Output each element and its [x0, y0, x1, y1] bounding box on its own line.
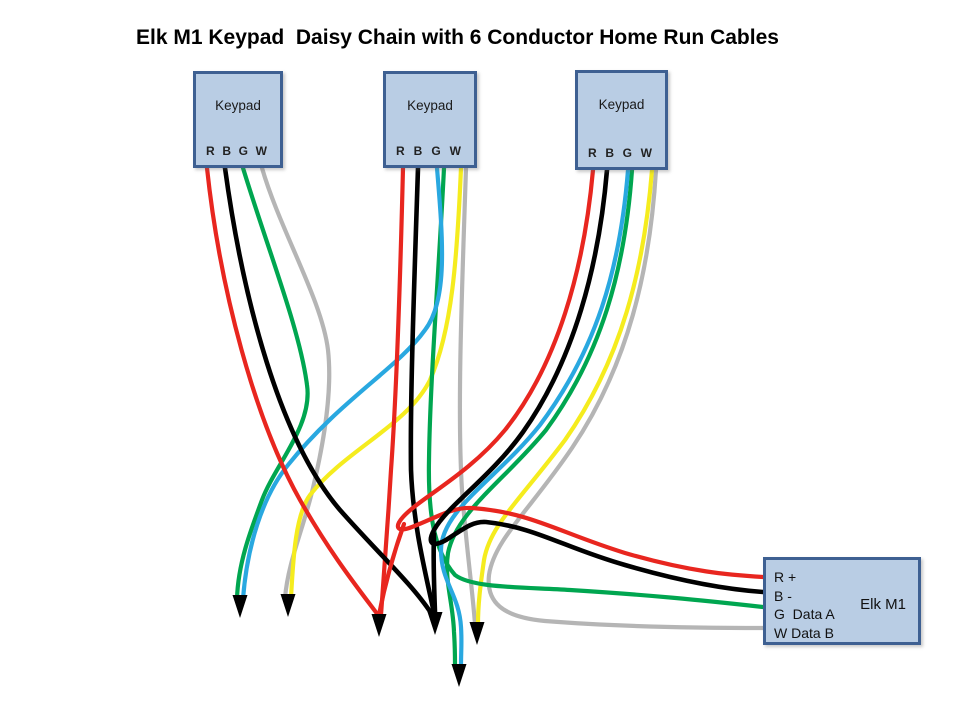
panel-terminal-r: R + — [774, 569, 797, 585]
wire-yellow — [475, 167, 655, 627]
wire-black — [431, 531, 438, 615]
keypad-label: Keypad — [598, 97, 645, 112]
wire-gray — [486, 167, 766, 631]
wire-black — [408, 165, 437, 616]
terminal-w: W — [640, 146, 652, 160]
terminal-b: B — [222, 144, 231, 158]
terminal-r: R — [206, 144, 215, 158]
wire-black — [428, 167, 766, 595]
wire-gray — [259, 165, 332, 601]
wire-green — [234, 165, 310, 602]
terminal-r: R — [396, 144, 405, 158]
wire-gray — [457, 165, 478, 627]
terminal-g: G — [622, 146, 632, 160]
cable-end-arrow — [427, 612, 443, 635]
keypad-terminals: R B G W — [578, 146, 665, 160]
cable-end-arrow — [371, 614, 387, 637]
panel-terminal-w: W Data B — [774, 624, 834, 641]
panel-label: Elk M1 — [860, 596, 906, 613]
terminal-g: G — [431, 144, 441, 158]
keypad-box-1: Keypad R B G W — [193, 71, 283, 168]
wire-red — [204, 165, 381, 618]
cable-end-arrow — [469, 622, 485, 645]
keypad-terminals: R B G W — [386, 144, 474, 158]
keypad-label: Keypad — [215, 98, 261, 113]
panel-terminal-g: G Data A — [774, 606, 835, 622]
wire-blue — [240, 165, 445, 602]
keypad-label: Keypad — [407, 98, 453, 113]
wire-red — [376, 521, 407, 618]
wire-blue — [438, 167, 631, 668]
cable-end-arrow — [232, 595, 248, 618]
terminal-w: W — [449, 144, 461, 158]
page-title: Elk M1 Keypad Daisy Chain with 6 Conduct… — [136, 26, 779, 49]
keypad-box-3: Keypad R B G W — [575, 70, 668, 170]
panel-terminals: R + B - G Data A W Data B — [774, 568, 835, 642]
cable-end-arrow — [451, 664, 467, 687]
wire-red — [378, 165, 406, 618]
keypad-box-2: Keypad R B G W — [383, 71, 477, 168]
wire-black — [222, 165, 434, 616]
panel-terminal-b: B - — [774, 587, 792, 604]
elk-m1-box: R + B - G Data A W Data B Elk M1 — [763, 557, 921, 645]
wire-red — [395, 167, 766, 580]
terminal-w: W — [255, 144, 267, 158]
terminal-b: B — [605, 146, 614, 160]
terminal-g: G — [238, 144, 248, 158]
keypad-terminals: R B G W — [196, 144, 280, 158]
terminal-b: B — [413, 144, 423, 158]
cable-end-arrow — [280, 594, 296, 617]
terminal-r: R — [588, 146, 597, 160]
